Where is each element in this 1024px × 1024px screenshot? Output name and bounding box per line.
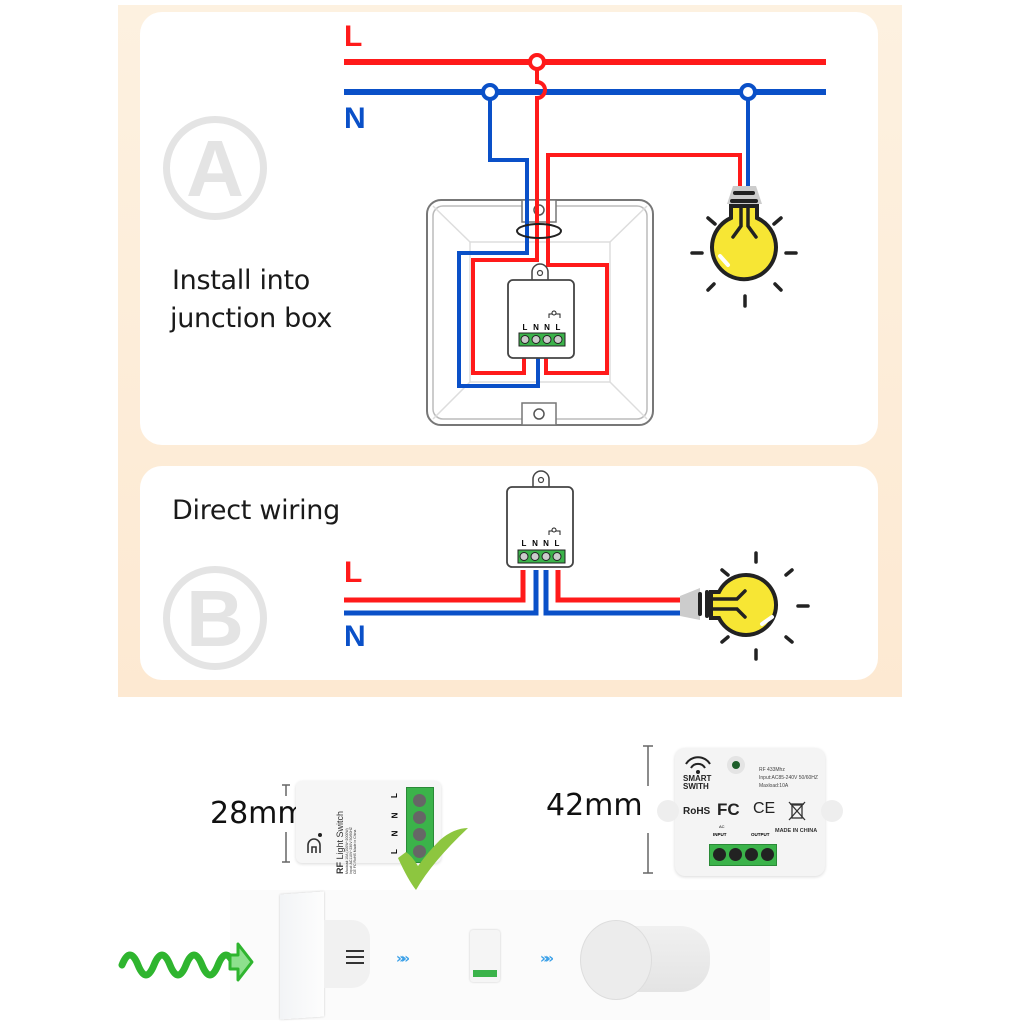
made-in-china-label: MADE IN CHINA bbox=[775, 828, 818, 834]
live-wire-to-box bbox=[471, 62, 547, 375]
large-device-brand-1: SMART bbox=[683, 774, 712, 783]
terminal-label-b-4: L bbox=[555, 539, 560, 548]
live-label-a: L bbox=[344, 20, 363, 53]
mounting-tab-right bbox=[821, 800, 843, 822]
switched-live-wire bbox=[544, 153, 742, 375]
terminal-label-a-4: L bbox=[556, 323, 561, 332]
large-smart-switch-photo: SMART SWITH RF 433Mhz Input:AC85-240V 50… bbox=[657, 748, 843, 876]
led-window bbox=[727, 756, 745, 774]
relay-module-b bbox=[506, 470, 574, 568]
terminal-label-a-1: L bbox=[523, 323, 528, 332]
live-junction-node bbox=[528, 53, 546, 71]
cable-gland bbox=[516, 223, 562, 239]
dimension-28mm: 28mm bbox=[210, 796, 307, 831]
small-rf-module-photo: RF Light Switch Maxload:10A (100W~2000W)… bbox=[296, 781, 441, 874]
neutral-label-a: N bbox=[344, 102, 366, 135]
neutral-wire-b-out bbox=[543, 570, 680, 616]
badge-b: B bbox=[163, 566, 267, 670]
terminal-label-a-2: N bbox=[533, 323, 539, 332]
junction-box-photo bbox=[580, 920, 710, 1000]
terminal-label-b-1: L bbox=[522, 539, 527, 548]
rohs-mark: RoHS bbox=[683, 806, 711, 817]
large-device-spec-2: Input:AC85-240V 50/60HZ bbox=[759, 775, 818, 781]
dimension-42mm: 42mm bbox=[546, 788, 643, 823]
terminal-label-b-3: N bbox=[543, 539, 549, 548]
weee-bin-icon bbox=[788, 801, 806, 821]
neutral-junction-node-1 bbox=[481, 83, 499, 101]
live-wire-b-in bbox=[344, 570, 526, 603]
light-bulb-a bbox=[690, 186, 798, 308]
live-wire-b-out bbox=[555, 570, 680, 603]
neutral-label-b: N bbox=[344, 620, 366, 653]
rf-module-mini bbox=[470, 930, 500, 982]
large-device-spec-3: Maxload:10A bbox=[759, 783, 789, 789]
ac-label: AC bbox=[719, 824, 725, 829]
large-device-spec-1: RF 433Mhz bbox=[759, 767, 785, 773]
terminal-label-a-3: N bbox=[544, 323, 550, 332]
live-label-b: L bbox=[344, 556, 363, 589]
sequence-arrow-2-icon: »» bbox=[540, 951, 554, 967]
caption-install-line2: junction box bbox=[170, 303, 333, 334]
sequence-arrow-1-icon: »» bbox=[396, 951, 410, 967]
relay-module-a bbox=[507, 263, 575, 359]
output-label: OUTPUT bbox=[751, 832, 770, 837]
input-label: INPUT bbox=[713, 832, 727, 837]
mounting-tab-left bbox=[657, 800, 679, 822]
wifi-icon bbox=[685, 756, 711, 774]
light-bulb-b bbox=[680, 551, 810, 661]
fc-mark: FC bbox=[717, 800, 740, 819]
badge-a: A bbox=[163, 116, 267, 220]
caption-direct-wiring: Direct wiring bbox=[172, 495, 340, 526]
wall-switch-panel bbox=[280, 891, 324, 1020]
neutral-wire-to-box bbox=[457, 92, 540, 388]
large-device-terminal-block bbox=[709, 844, 777, 866]
wall-switch-body bbox=[324, 920, 370, 988]
caption-install-line1: Install into bbox=[172, 265, 310, 296]
neutral-wire-b-in bbox=[344, 570, 539, 616]
terminal-label-b-2: N bbox=[532, 539, 538, 548]
ce-mark: CE bbox=[753, 800, 776, 817]
neutral-junction-node-2 bbox=[739, 83, 757, 101]
large-device-brand-2: SWITH bbox=[683, 782, 709, 791]
small-device-button-icon bbox=[307, 833, 322, 853]
small-device-terminal-block bbox=[406, 787, 434, 863]
